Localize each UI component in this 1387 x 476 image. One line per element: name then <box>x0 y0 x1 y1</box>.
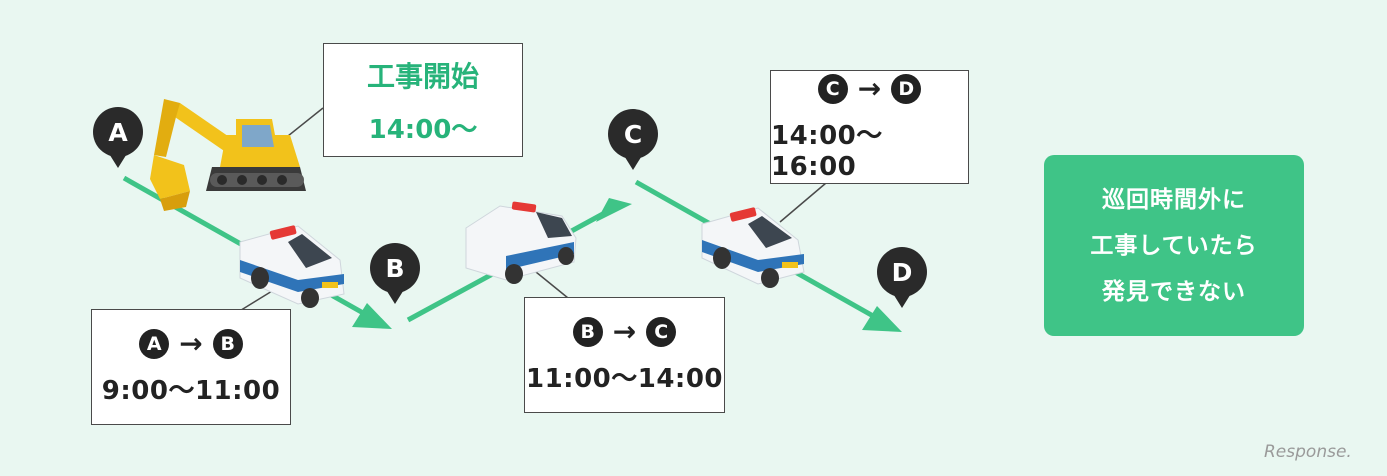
pin-label-c: C <box>624 120 642 149</box>
segment-route: A → B <box>139 327 243 360</box>
map-pin-icon: D <box>877 247 927 308</box>
segment-time: 14:00～16:00 <box>771 121 883 182</box>
pin-label-d: D <box>892 258 913 287</box>
leader-segment-b-c <box>535 271 569 299</box>
watermark: Response. <box>1264 442 1352 462</box>
route-arrowhead-b <box>352 303 392 329</box>
construction-start-box: 工事開始 14:00～ <box>323 43 523 157</box>
segment-route: C → D <box>817 72 922 105</box>
note-line-3: 発見できない <box>1102 278 1246 305</box>
segment-time: 11:00～14:00 <box>525 364 724 394</box>
note-line-1: 巡回時間外に <box>1102 186 1246 213</box>
segment-to-badge: C <box>646 316 677 347</box>
patrol-car-icon <box>465 201 577 284</box>
pin-label-b: B <box>385 254 404 283</box>
segment-box-c-d: C → D 14:00～16:00 <box>770 70 969 184</box>
patrol-car-icon <box>701 207 805 288</box>
route-arrowhead-d <box>862 306 902 332</box>
map-pin-icon: C <box>608 109 658 170</box>
segment-from-badge: A <box>139 328 170 359</box>
segment-box-b-c: B → C 11:00～14:00 <box>524 297 725 413</box>
pin-label-a: A <box>108 118 128 147</box>
note-card: 巡回時間外に 工事していたら 発見できない <box>1044 155 1304 336</box>
construction-time: 14:00～ <box>368 114 478 145</box>
segment-route: B → C <box>572 315 677 348</box>
construction-title: 工事開始 <box>366 59 479 93</box>
patrol-car-icon <box>239 225 345 308</box>
map-pin-icon: B <box>370 243 420 304</box>
right-arrow-icon: → <box>612 315 637 348</box>
segment-to-badge: D <box>891 73 922 104</box>
segment-to-badge: B <box>212 328 243 359</box>
right-arrow-icon: → <box>857 72 882 105</box>
excavator-icon <box>150 99 306 211</box>
note-line-2: 工事していたら <box>1090 232 1258 259</box>
map-pin-icon: A <box>93 107 143 168</box>
right-arrow-icon: → <box>179 327 203 360</box>
segment-from-badge: C <box>817 73 848 104</box>
segment-box-a-b: A → B 9:00～11:00 <box>91 309 291 425</box>
segment-time: 9:00～11:00 <box>101 376 281 406</box>
leader-segment-c-d <box>779 182 827 223</box>
segment-from-badge: B <box>572 316 603 347</box>
route-arrowhead-c <box>596 198 632 222</box>
